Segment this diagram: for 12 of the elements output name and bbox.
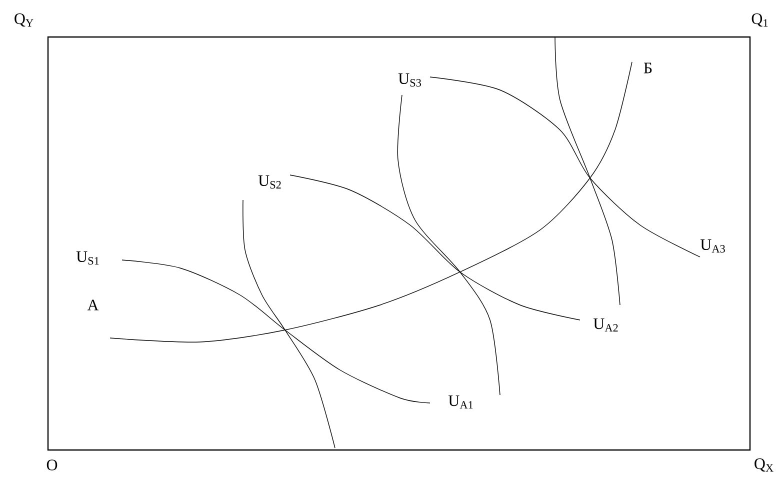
point-label: Б (644, 62, 652, 74)
curve-label: U$_{S2}$ (258, 175, 281, 189)
axis-label: O (46, 460, 58, 470)
point-label: A (87, 300, 99, 310)
axis-label: Q$_{X}$ (754, 458, 774, 472)
curve-label: U$_{S3}$ (398, 73, 421, 87)
curve-label: U$_{A3}$ (700, 239, 725, 253)
curve-label: U$_{A2}$ (593, 318, 618, 332)
curve-label: U$_{A1}$ (448, 395, 473, 409)
curve-label: U$_{S1}$ (76, 251, 99, 265)
axis-label: Q$_{1}$ (752, 13, 768, 27)
axis-label: Q$_{Y}$ (14, 13, 34, 27)
